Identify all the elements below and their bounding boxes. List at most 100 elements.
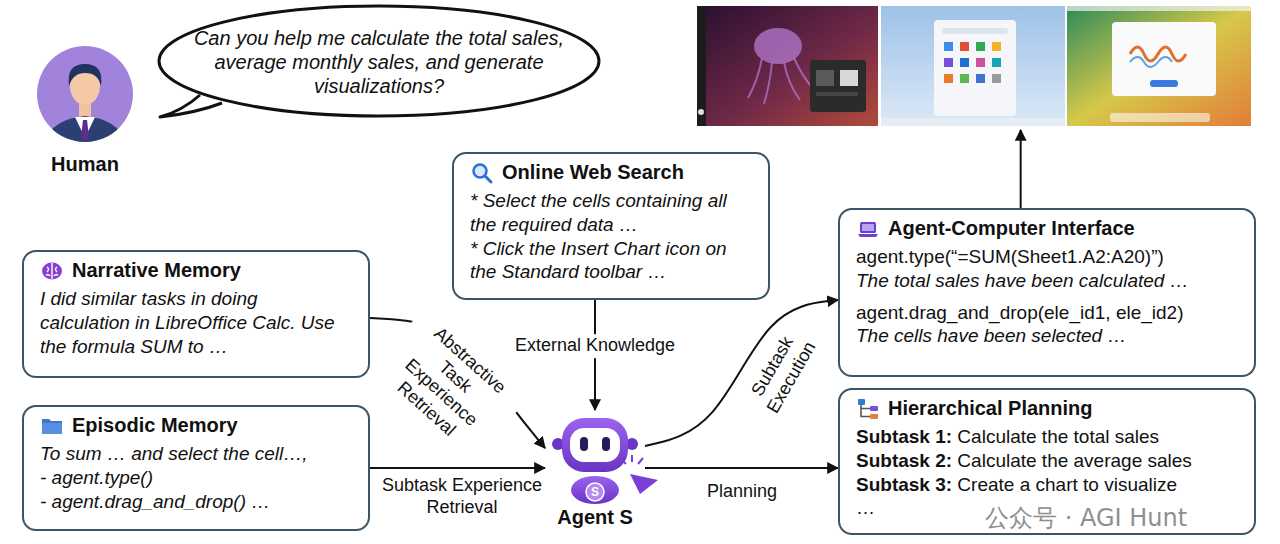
box-text: The total sales have been calculated … — [856, 269, 1232, 293]
subtask-number: Subtask 2: — [856, 450, 952, 471]
badge-letter: S — [591, 485, 599, 499]
graphic-part — [870, 406, 878, 411]
subtask-text: Calculate the total sales — [952, 426, 1159, 447]
box-text: * Click the Insert Chart icon on the Sta… — [470, 237, 746, 285]
subtask-line: Subtask 3: Create a chart to visualize — [856, 473, 1232, 497]
heading-icon — [470, 161, 494, 185]
subtask-text: Create a chart to visualize — [952, 474, 1177, 495]
graphic-part — [485, 176, 491, 182]
box-heading: Agent-Computer Interface — [888, 216, 1135, 241]
flow-arrow — [645, 300, 838, 446]
heading-icon — [40, 259, 64, 283]
interface-box: Agent-Computer Interface agent.type(“=SUM… — [838, 208, 1256, 377]
human-avatar: Human — [35, 40, 135, 177]
graphic-part — [580, 437, 588, 451]
graphic-part — [159, 6, 599, 116]
heading-row: Agent-Computer Interface — [856, 216, 1232, 241]
heading-row: Narrative Memory — [40, 258, 346, 283]
graphic-part — [944, 42, 953, 51]
graphic-part — [43, 100, 127, 152]
figure-label: Human — [35, 152, 135, 177]
ubuntu-screenshot — [697, 6, 878, 126]
graphic-part — [944, 74, 953, 83]
subtask-line: Subtask 2: Calculate the average sales — [856, 449, 1232, 473]
box-heading: Hierarchical Planning — [888, 396, 1093, 421]
graphic-part — [816, 92, 858, 96]
graphic-part — [1067, 6, 1251, 11]
heading-icon — [40, 414, 64, 438]
box-text: I did similar tasks in doing calculation… — [40, 287, 346, 358]
heading-icon — [856, 397, 880, 421]
agent-cursor — [620, 455, 658, 494]
box-text: agent.type(“=SUM(Sheet1.A2:A20)”) — [856, 245, 1232, 269]
graphic-part — [881, 118, 1065, 126]
graphic-part — [586, 483, 604, 501]
graphic-part — [42, 262, 62, 279]
graphic-part — [816, 70, 834, 86]
graphic-part — [870, 414, 878, 419]
graphic-part — [630, 474, 658, 494]
heading-row: Episodic Memory — [40, 413, 346, 438]
graphic-part — [570, 428, 620, 462]
knowledge-box: Online Web Search * Select the cells cont… — [452, 152, 770, 300]
graphic-part — [43, 116, 127, 152]
graphic-part — [976, 58, 985, 67]
graphic-part — [858, 234, 878, 237]
box-text: agent.drag_and_drop(ele_id1, ele_id2) — [856, 301, 1232, 325]
graphic-part — [992, 58, 1001, 67]
leader-group — [1020, 130, 1021, 208]
heading-row: Online Web Search — [470, 160, 746, 185]
human-icon — [35, 40, 135, 152]
box-text: To sum … and select the cell…, — [40, 442, 346, 466]
graphic-part — [698, 109, 704, 115]
subtask-line: Subtask 1: Calculate the total sales — [856, 425, 1232, 449]
graphic-part — [942, 28, 1008, 34]
subtask-text: Calculate the average sales — [952, 450, 1192, 471]
graphic-part — [46, 263, 58, 279]
graphic-part — [571, 476, 619, 504]
figure-label: Agent S — [545, 505, 645, 530]
graphic-part — [81, 120, 89, 142]
graphic-part — [810, 60, 866, 112]
flow-arrow — [645, 467, 838, 469]
graphic-part — [944, 58, 953, 67]
edge-label: Abstractive Task Experience Retrieval — [367, 306, 529, 464]
box-text: * Select the cells containing all the re… — [470, 189, 746, 237]
speech-text: Can you help me calculate the total sale… — [193, 26, 565, 98]
graphic-part — [976, 42, 985, 51]
box-heading: Episodic Memory — [72, 413, 238, 438]
graphic-part — [160, 95, 222, 117]
box-heading: Narrative Memory — [72, 258, 241, 283]
graphic-part — [42, 419, 62, 434]
box-text: - agent.drag_and_drop() … — [40, 490, 346, 514]
memory-box: Episodic Memory To sum … and select the c… — [22, 405, 370, 531]
graphic-part — [1150, 80, 1178, 87]
graphic-part — [748, 58, 814, 104]
graphic-part — [602, 437, 610, 451]
graphic-part — [1130, 47, 1186, 61]
graphic-part — [862, 224, 874, 231]
graphic-part — [69, 64, 102, 86]
edge-label: Planning — [682, 480, 802, 504]
graphic-part — [37, 46, 133, 142]
graphic-part — [934, 20, 1016, 116]
box-heading: Online Web Search — [502, 160, 684, 185]
graphic-part — [840, 70, 858, 86]
graphic-part — [697, 6, 706, 126]
graphic-part — [960, 74, 969, 83]
watermark: 公众号 · AGI Hunt — [985, 502, 1187, 534]
screen-arrow — [1020, 130, 1022, 208]
edge-label: Subtask Experience Retrieval — [374, 474, 550, 519]
subtask-number: Subtask 1: — [856, 426, 952, 447]
graphic-part — [858, 399, 865, 405]
windows-screenshot — [881, 6, 1065, 126]
macos-screenshot — [1067, 6, 1251, 126]
graphic-part — [1130, 57, 1172, 67]
edge-label: Subtask Execution — [735, 313, 829, 431]
subtask-number: Subtask 3: — [856, 474, 952, 495]
speech-bubble: Can you help me calculate the total sale… — [156, 3, 602, 121]
graphic-part — [976, 74, 985, 83]
box-text: - agent.type() — [40, 466, 346, 490]
edge-label: External Knowledge — [502, 334, 688, 358]
graphic-part — [992, 42, 1001, 51]
